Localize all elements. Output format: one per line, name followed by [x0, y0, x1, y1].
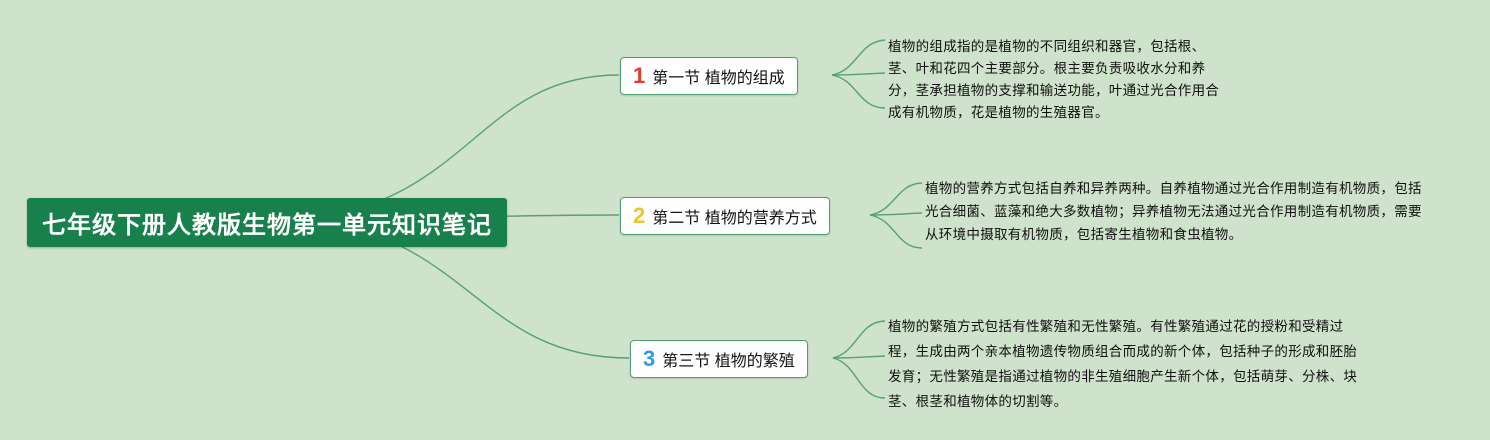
- connector-branch3-bot: [832, 357, 886, 399]
- connector-branch3-top: [832, 320, 886, 359]
- connector-branch3-mid: [832, 355, 886, 359]
- branch-node-2[interactable]: 2 第二节 植物的营养方式: [620, 197, 830, 235]
- branch-3-detail-text[interactable]: 植物的繁殖方式包括有性繁殖和无性繁殖。有性繁殖通过花的授粉和受精过程，生成由两个…: [888, 319, 1358, 409]
- branch-1-label: 第一节 植物的组成: [652, 70, 785, 87]
- connector-branch2-top: [869, 182, 923, 216]
- branch-node-1[interactable]: 1 第一节 植物的组成: [620, 57, 798, 95]
- branch-1-number: 1: [633, 63, 646, 88]
- root-node[interactable]: 七年级下册人教版生物第一单元知识笔记: [27, 198, 507, 247]
- connector-branch1-bot: [831, 74, 886, 109]
- branch-3-number: 3: [643, 346, 656, 371]
- branch-3-label: 第三节 植物的繁殖: [662, 353, 795, 370]
- connector-branch2-bot: [869, 214, 923, 249]
- branch-2-label: 第二节 植物的营养方式: [652, 210, 817, 227]
- branch-2-number: 2: [633, 203, 646, 228]
- branch-2-detail-text[interactable]: 植物的营养方式包括自养和异养两种。自养植物通过光合作用制造有机物质，包括光合细菌…: [925, 181, 1422, 242]
- branch-1-detail-text[interactable]: 植物的组成指的是植物的不同组织和器官，包括根、茎、叶和花四个主要部分。根主要负责…: [888, 39, 1220, 120]
- connector-branch1-top: [831, 39, 886, 76]
- branch-node-3[interactable]: 3 第三节 植物的繁殖: [630, 340, 808, 378]
- connector-branch1-mid: [831, 72, 886, 76]
- connector-branch2-mid: [869, 212, 923, 216]
